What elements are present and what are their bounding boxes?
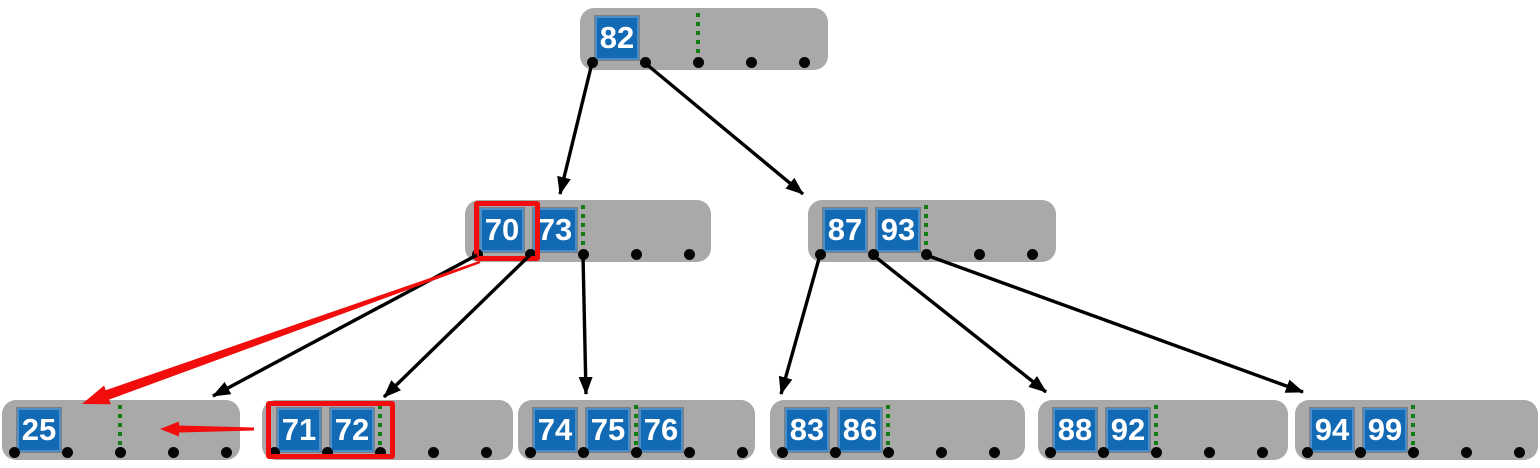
green-dotted-mid-divider (118, 405, 122, 447)
pointer-dot (798, 57, 810, 68)
red-arrow-key-70-to-leaf-25 (82, 260, 481, 405)
pointer-dot (167, 447, 179, 458)
pointer-dot (683, 249, 695, 260)
pointer-dot (1460, 447, 1472, 458)
key-99: 99 (1363, 408, 1407, 452)
pointer-dot (882, 447, 894, 458)
key-93: 93 (876, 208, 920, 252)
key-71: 71 (277, 408, 321, 452)
pointer-dot (736, 447, 748, 458)
key-25: 25 (17, 408, 61, 452)
pointer-dot (427, 447, 439, 458)
pointer-dot (480, 447, 492, 458)
pointer-dot (776, 447, 788, 458)
pointer-dot (692, 57, 704, 68)
pointer-dot (639, 57, 651, 68)
pointer-dot (114, 447, 126, 458)
key-86: 86 (838, 408, 882, 452)
pointer-edge-internal-87-93-p0-to-leaf-83-86 (778, 254, 822, 395)
green-dotted-mid-divider (1154, 405, 1158, 447)
pointer-dot (630, 249, 642, 260)
key-75: 75 (586, 408, 630, 452)
pointer-edge-internal-87-93-p1-to-leaf-88-92 (871, 253, 1048, 394)
pointer-edge-internal-70-73-p0-to-leaf-25 (212, 253, 478, 398)
key-83: 83 (785, 408, 829, 452)
pointer-dot (1354, 447, 1366, 458)
pointer-dot (1150, 447, 1162, 458)
pointer-dot (1513, 447, 1525, 458)
pointer-edge-internal-87-93-p2-to-leaf-94-99 (925, 253, 1304, 394)
pointer-dot (321, 447, 333, 458)
key-76: 76 (639, 408, 683, 452)
pointer-dot (1097, 447, 1109, 458)
pointer-dot (1407, 447, 1419, 458)
pointer-edge-root-p0-to-internal-70-73 (557, 62, 594, 195)
pointer-dot (220, 447, 232, 458)
pointer-dot (1044, 447, 1056, 458)
pointer-dot (935, 447, 947, 458)
pointer-dot (920, 249, 932, 260)
pointer-dot (1026, 249, 1038, 260)
red-highlight-box (266, 401, 395, 459)
pointer-edge-root-p1-to-internal-87-93 (643, 61, 805, 196)
pointer-dot (577, 249, 589, 260)
pointer-dot (829, 447, 841, 458)
red-highlight-box (474, 201, 540, 261)
green-dotted-mid-divider (581, 205, 585, 249)
pointer-dot (745, 57, 757, 68)
key-82: 82 (595, 16, 639, 60)
green-dotted-mid-divider (886, 405, 890, 447)
key-70: 70 (480, 208, 524, 252)
key-73: 73 (533, 208, 577, 252)
pointer-dot (630, 447, 642, 458)
key-88: 88 (1053, 408, 1097, 452)
pointer-dot (1301, 447, 1313, 458)
pointer-dot (1256, 447, 1268, 458)
pointer-dot (577, 447, 589, 458)
key-94: 94 (1310, 408, 1354, 452)
pointer-dot (268, 447, 280, 458)
pointer-dot (586, 57, 598, 68)
pointer-dot (1203, 447, 1215, 458)
pointer-dot (973, 249, 985, 260)
green-dotted-mid-divider (378, 405, 382, 447)
pointer-edge-internal-70-73-p2-to-leaf-74-75-76 (578, 254, 593, 395)
key-74: 74 (533, 408, 577, 452)
green-dotted-mid-divider (634, 405, 638, 447)
btree-node-root-82: 82 (580, 8, 828, 70)
pointer-dot (8, 447, 20, 458)
green-dotted-mid-divider (1411, 405, 1415, 447)
pointer-dot (867, 249, 879, 260)
key-72: 72 (330, 408, 374, 452)
pointer-dot (814, 249, 826, 260)
pointer-dot (374, 447, 386, 458)
key-87: 87 (823, 208, 867, 252)
green-dotted-mid-divider (696, 13, 700, 57)
btree-node-leaf-25: 25 (2, 400, 240, 460)
pointer-edge-internal-70-73-p1-to-leaf-71-72 (382, 253, 532, 399)
pointer-dot (524, 447, 536, 458)
key-92: 92 (1106, 408, 1150, 452)
pointer-dot (988, 447, 1000, 458)
pointer-dot (683, 447, 695, 458)
pointer-dot (61, 447, 73, 458)
green-dotted-mid-divider (924, 205, 928, 249)
